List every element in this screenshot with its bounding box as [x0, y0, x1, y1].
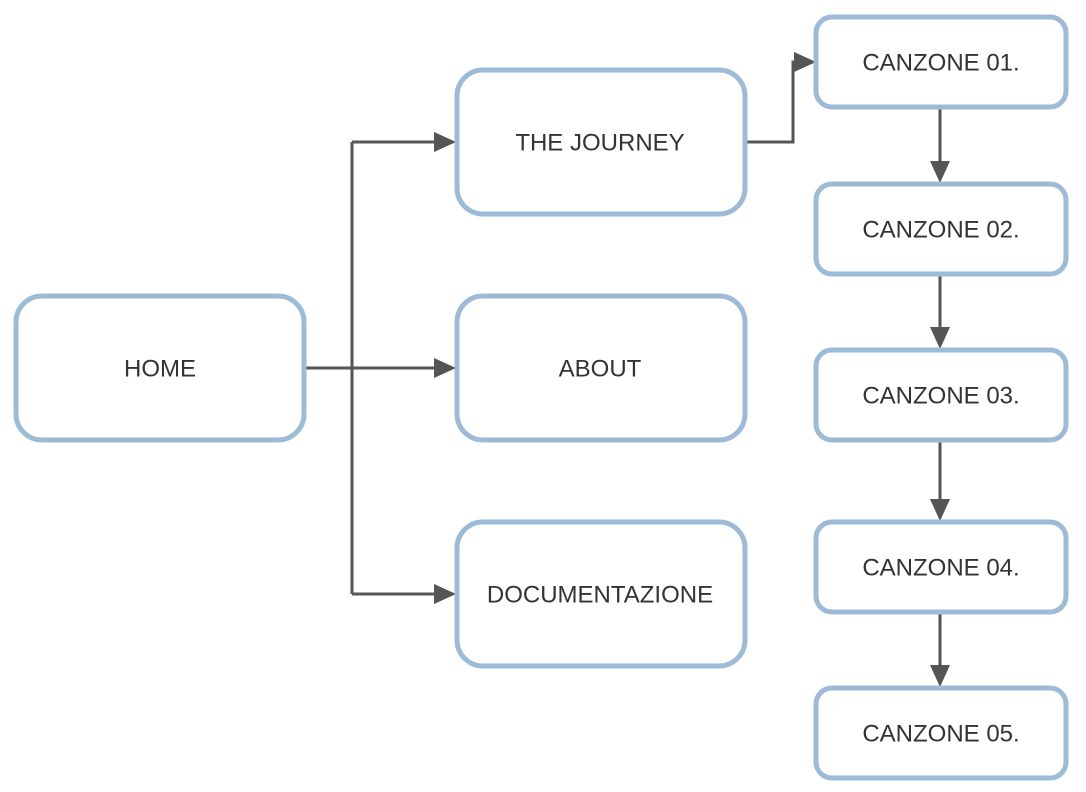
connectors — [304, 52, 950, 687]
arrowhead-canzone-02 — [930, 161, 950, 183]
node-about[interactable]: ABOUT — [454, 293, 748, 443]
node-canzone-05[interactable]: CANZONE 05. — [813, 685, 1069, 781]
node-canzone-04[interactable]: CANZONE 04. — [813, 519, 1069, 615]
node-home[interactable]: HOME — [13, 293, 307, 443]
node-canzone-03-label: CANZONE 03. — [862, 383, 1019, 410]
node-canzone-01-label: CANZONE 01. — [862, 50, 1019, 77]
arrowhead-canzone-04 — [930, 499, 950, 521]
node-about-label: ABOUT — [559, 356, 642, 383]
arrowhead-canzone-01 — [794, 52, 816, 72]
node-canzone-02-label: CANZONE 02. — [862, 217, 1019, 244]
node-documentazione[interactable]: DOCUMENTAZIONE — [454, 519, 748, 669]
node-canzone-01[interactable]: CANZONE 01. — [813, 14, 1069, 110]
arrowhead-journey — [434, 132, 456, 152]
node-canzone-04-label: CANZONE 04. — [862, 555, 1019, 582]
arrowhead-canzone-03 — [930, 327, 950, 349]
node-canzone-03[interactable]: CANZONE 03. — [813, 347, 1069, 443]
node-documentazione-label: DOCUMENTAZIONE — [487, 582, 713, 609]
node-home-label: HOME — [124, 356, 196, 383]
arrowhead-canzone-05 — [930, 665, 950, 687]
node-the-journey[interactable]: THE JOURNEY — [454, 67, 748, 217]
arrowhead-documentazione — [434, 584, 456, 604]
node-canzone-05-label: CANZONE 05. — [862, 721, 1019, 748]
node-the-journey-label: THE JOURNEY — [515, 130, 684, 157]
arrowhead-about — [434, 358, 456, 378]
node-canzone-02[interactable]: CANZONE 02. — [813, 181, 1069, 277]
connector-journey-to-canzone-01 — [745, 60, 798, 144]
